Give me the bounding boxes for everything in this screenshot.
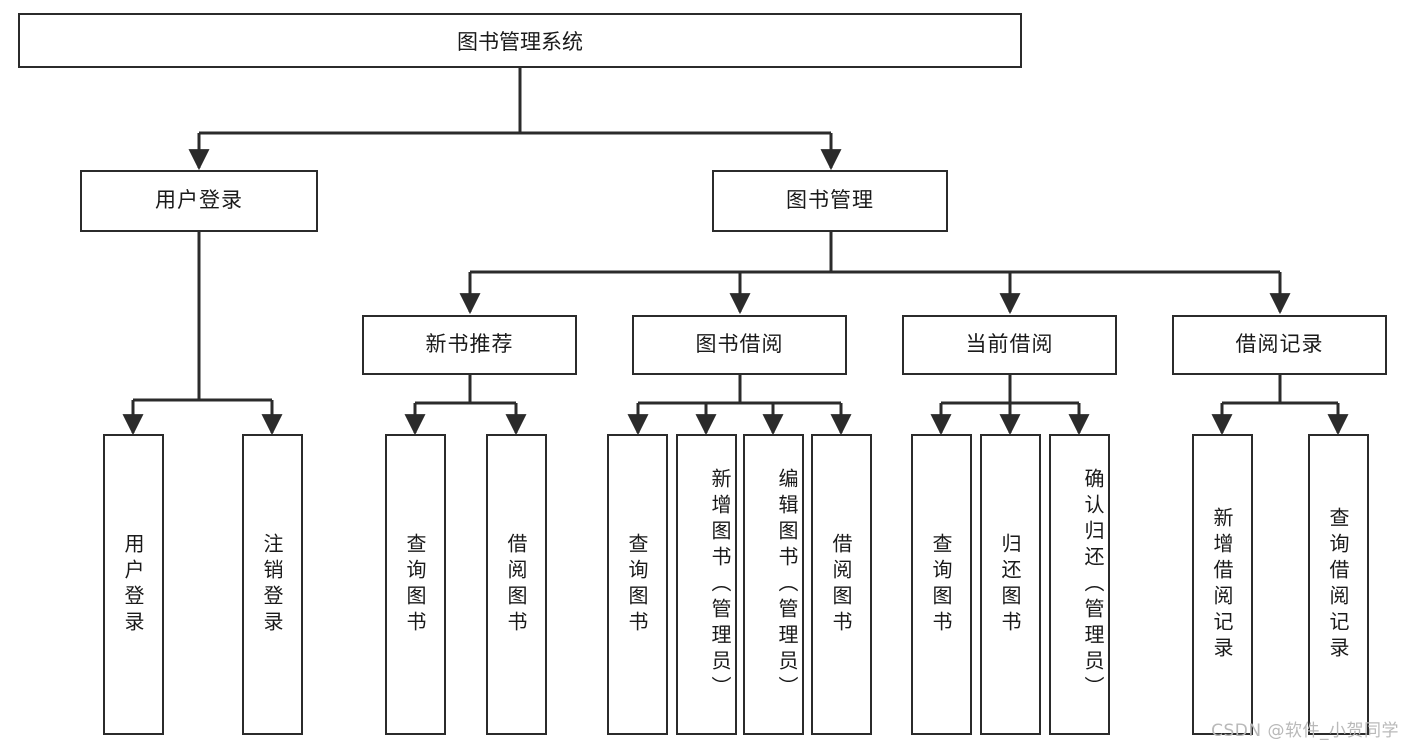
node-label: 查询图书	[625, 532, 649, 637]
leaf-new-book-query[interactable]: 查询图书	[385, 434, 446, 735]
node-root-system[interactable]: 图书管理系统	[18, 13, 1022, 68]
node-new-book-recommend[interactable]: 新书推荐	[362, 315, 577, 375]
node-label: 新增借阅记录	[1210, 506, 1234, 663]
node-label: 新书推荐	[425, 332, 514, 357]
leaf-borrow-add-book[interactable]: 新增图书（管理员）	[676, 434, 737, 735]
node-label: 图书管理	[786, 188, 874, 213]
node-label: 当前借阅	[965, 332, 1054, 357]
leaf-record-add[interactable]: 新增借阅记录	[1192, 434, 1253, 735]
node-label: 注销登录	[260, 532, 284, 637]
node-label: 借阅记录	[1235, 332, 1324, 357]
leaf-current-return-book[interactable]: 归还图书	[980, 434, 1041, 735]
node-label: 查询图书	[403, 532, 427, 637]
leaf-borrow-edit-book[interactable]: 编辑图书（管理员）	[743, 434, 804, 735]
leaf-record-query[interactable]: 查询借阅记录	[1308, 434, 1369, 735]
node-label: 图书管理系统	[457, 29, 583, 54]
node-label: 确认归还（管理员）	[1081, 467, 1105, 702]
node-label: 图书借阅	[695, 332, 784, 357]
node-label: 用户登录	[155, 188, 243, 213]
leaf-borrow-borrow-book[interactable]: 借阅图书	[811, 434, 872, 735]
csdn-watermark: CSDN @软件_小贺同学	[1211, 721, 1399, 741]
leaf-borrow-query-book[interactable]: 查询图书	[607, 434, 668, 735]
node-book-borrow[interactable]: 图书借阅	[632, 315, 847, 375]
node-label: 查询图书	[929, 532, 953, 637]
leaf-user-login-login[interactable]: 用户登录	[103, 434, 164, 735]
node-label: 借阅图书	[829, 532, 853, 637]
leaf-user-login-logout[interactable]: 注销登录	[242, 434, 303, 735]
node-label: 新增图书（管理员）	[708, 467, 732, 702]
node-label: 用户登录	[121, 532, 145, 637]
node-user-login[interactable]: 用户登录	[80, 170, 318, 232]
node-label: 借阅图书	[504, 532, 528, 637]
leaf-current-confirm-return[interactable]: 确认归还（管理员）	[1049, 434, 1110, 735]
leaf-new-book-borrow[interactable]: 借阅图书	[486, 434, 547, 735]
node-label: 归还图书	[998, 532, 1022, 637]
node-label: 查询借阅记录	[1326, 506, 1350, 663]
leaf-current-query-book[interactable]: 查询图书	[911, 434, 972, 735]
node-current-borrow[interactable]: 当前借阅	[902, 315, 1117, 375]
node-label: 编辑图书（管理员）	[775, 467, 799, 702]
node-borrow-record[interactable]: 借阅记录	[1172, 315, 1387, 375]
node-book-management[interactable]: 图书管理	[712, 170, 948, 232]
